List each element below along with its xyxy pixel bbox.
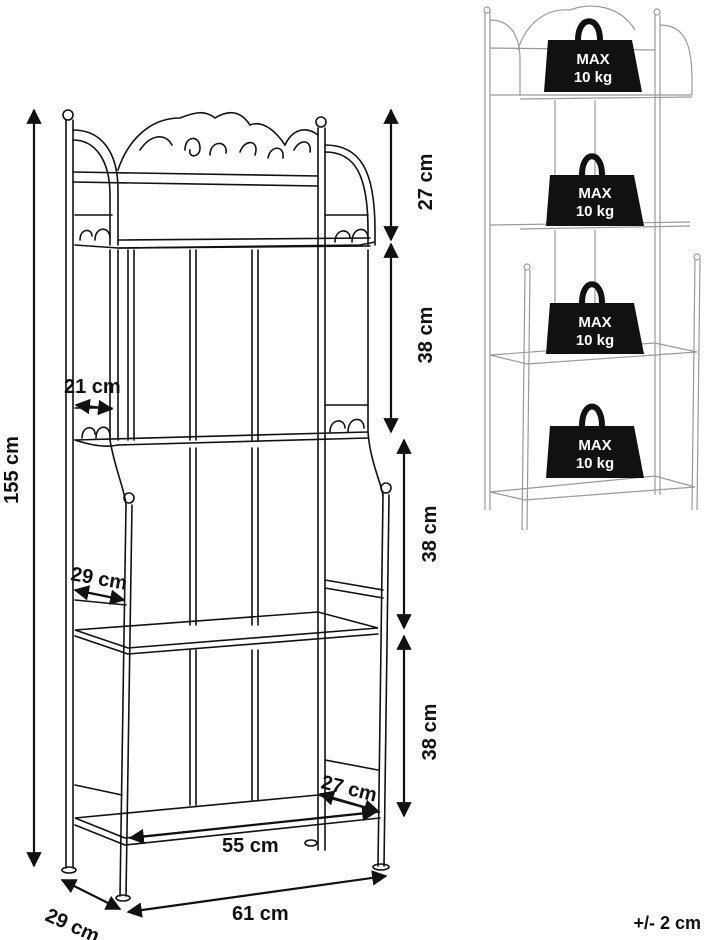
dim-bottom-shelf-width: 55 cm xyxy=(222,835,279,857)
weight-2: MAX 10 kg xyxy=(546,153,644,226)
load-shelf-drawing xyxy=(483,5,701,531)
weight-1-line2: 10 kg xyxy=(574,69,612,86)
weight-3-line2: 10 kg xyxy=(576,332,614,349)
dimension-labels: 155 cm 27 cm 38 cm 38 cm 38 cm 21 cm 29 … xyxy=(1,154,441,940)
dim-bottom-shelf-depth: 27 cm xyxy=(319,772,379,807)
dim-section-2: 38 cm xyxy=(415,307,437,364)
dim-section-3: 38 cm xyxy=(419,506,441,563)
weight-4-line2: 10 kg xyxy=(576,455,614,472)
weight-2-line1: MAX xyxy=(578,185,611,202)
dim-base-width: 61 cm xyxy=(232,903,289,925)
weight-4: MAX 10 kg xyxy=(546,403,644,478)
dimension-lines xyxy=(26,108,412,918)
weight-2-line2: 10 kg xyxy=(576,203,614,220)
main-shelf-drawing xyxy=(61,109,392,902)
dim-top-section: 27 cm xyxy=(415,154,437,211)
dim-total-height: 155 cm xyxy=(1,436,23,504)
tolerance-note: +/- 2 cm xyxy=(633,913,701,933)
weight-1-line1: MAX xyxy=(576,51,609,68)
weight-1: MAX 10 kg xyxy=(544,18,642,92)
weight-4-line1: MAX xyxy=(578,437,611,454)
dim-upper-shelf-width: 21 cm xyxy=(64,376,121,398)
weight-3-line1: MAX xyxy=(578,314,611,331)
weight-3: MAX 10 kg xyxy=(546,281,644,354)
dim-base-depth: 29 cm xyxy=(42,904,103,940)
dim-section-4: 38 cm xyxy=(419,704,441,761)
weight-indicators: MAX 10 kg MAX 10 kg MAX 10 kg MAX 10 kg xyxy=(544,18,644,478)
